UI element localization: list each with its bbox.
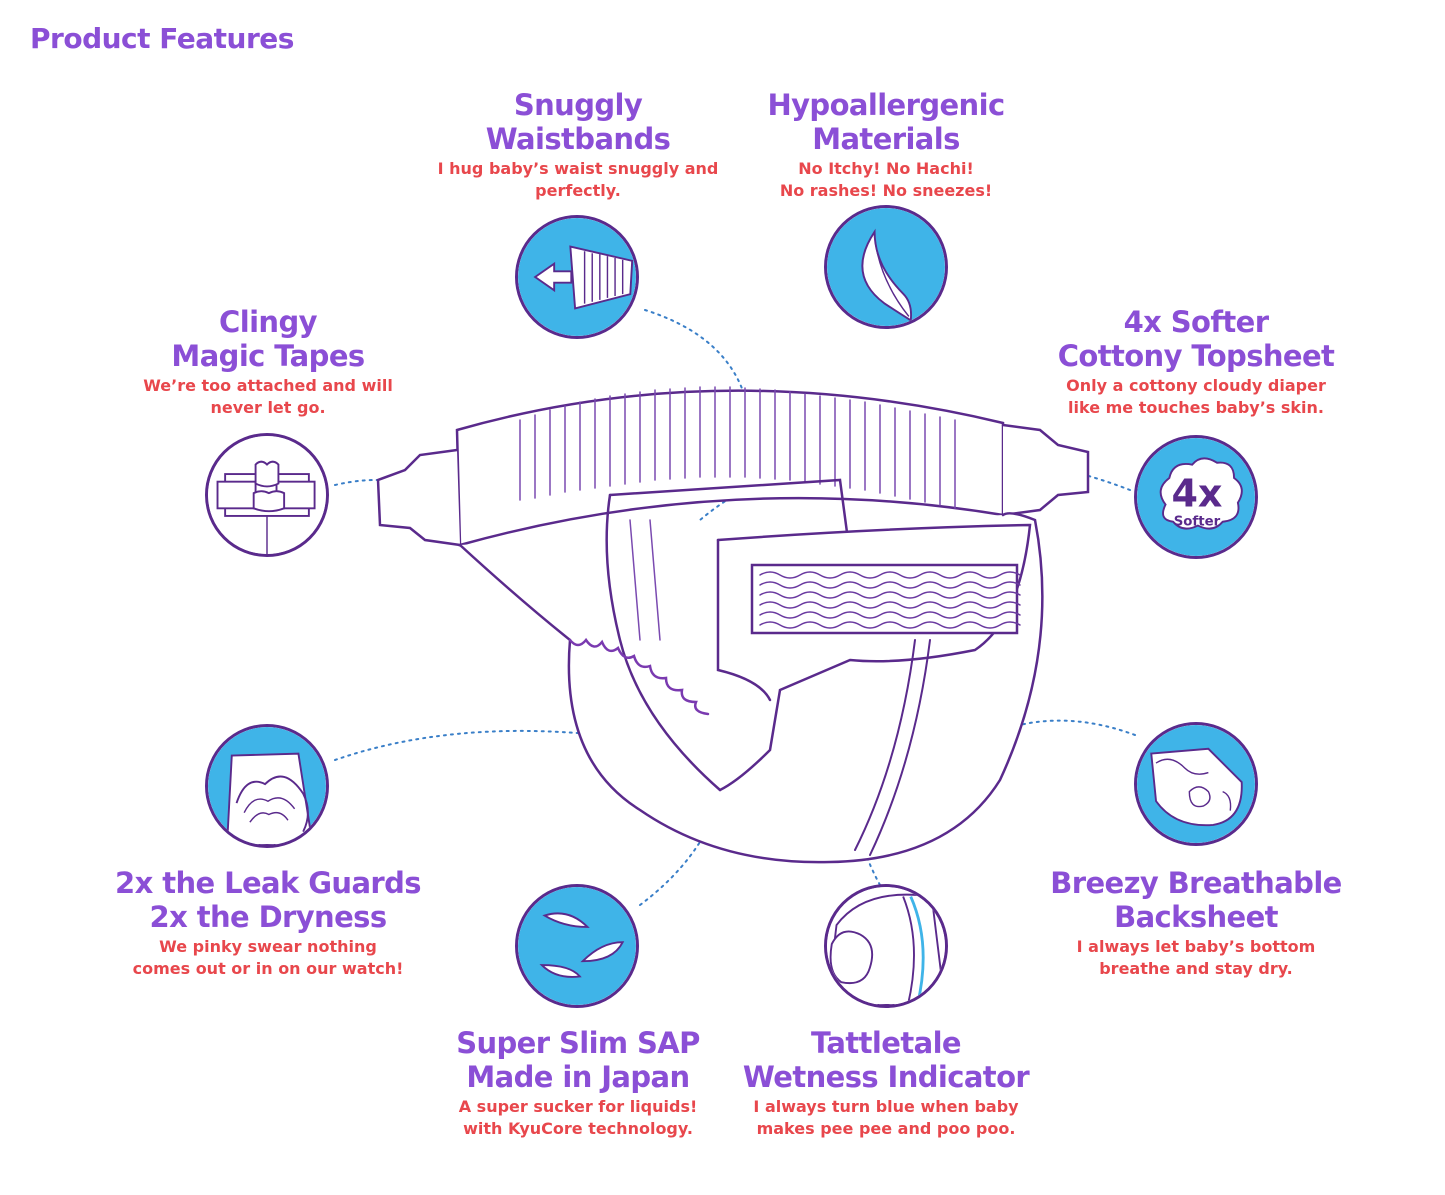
desc-line: A super sucker for liquids! — [458, 1097, 698, 1116]
badge-small-text: Softer — [1174, 515, 1221, 530]
feature-title: Hypoallergenic Materials — [767, 88, 1005, 156]
feature-description: We’re too attached and will never let go… — [143, 375, 393, 419]
title-line: Tattletale — [810, 1026, 962, 1060]
feather-icon — [824, 205, 948, 329]
title-line: Cottony Topsheet — [1057, 339, 1335, 373]
badge-big-text: 4x — [1171, 472, 1222, 516]
title-line: Super Slim SAP — [456, 1026, 700, 1060]
desc-line: I always turn blue when baby — [753, 1097, 1019, 1116]
page-title: Product Features — [30, 22, 294, 55]
desc-line: We pinky swear nothing — [159, 937, 377, 956]
feature-description: I always let baby’s bottom breathe and s… — [1050, 936, 1342, 980]
feature-topsheet: 4x Softer Cottony Topsheet Only a cotton… — [1058, 305, 1335, 419]
title-line: Materials — [812, 122, 960, 156]
feature-description: I always turn blue when baby makes pee p… — [743, 1096, 1029, 1140]
title-line: Wetness Indicator — [742, 1060, 1030, 1094]
feature-backsheet: Breezy Breathable Backsheet I always let… — [1050, 866, 1342, 980]
breathable-backsheet-icon — [1134, 722, 1258, 846]
title-line: 2x the Leak Guards — [115, 866, 422, 900]
feature-title: 4x Softer Cottony Topsheet — [1058, 305, 1335, 373]
title-line: 4x Softer — [1123, 305, 1269, 339]
feature-description: I hug baby’s waist snuggly and perfectly… — [438, 158, 719, 202]
desc-line: makes pee pee and poo poo. — [756, 1119, 1016, 1138]
feature-title: Tattletale Wetness Indicator — [742, 1026, 1030, 1094]
desc-line: perfectly. — [535, 181, 621, 200]
desc-line: comes out or in on our watch! — [132, 959, 404, 978]
feature-title: Super Slim SAP Made in Japan — [456, 1026, 700, 1094]
waistband-arrow-icon — [515, 215, 639, 339]
desc-line: I always let baby’s bottom — [1076, 937, 1316, 956]
title-line: Magic Tapes — [171, 339, 365, 373]
leak-guard-icon — [205, 724, 329, 848]
slim-sap-feathers-icon — [515, 884, 639, 1008]
feature-sap: Super Slim SAP Made in Japan A super suc… — [456, 1026, 700, 1140]
feature-wetness: Tattletale Wetness Indicator I always tu… — [742, 1026, 1030, 1140]
title-line: Waistbands — [485, 122, 671, 156]
feature-title: Snuggly Waistbands — [438, 88, 719, 156]
wetness-indicator-icon — [824, 884, 948, 1008]
feature-hypoallergenic: Hypoallergenic Materials No Itchy! No Ha… — [767, 88, 1005, 202]
feature-leakguards: 2x the Leak Guards 2x the Dryness We pin… — [115, 866, 422, 980]
cloud-4x-icon: 4x Softer — [1134, 435, 1258, 559]
feature-title: 2x the Leak Guards 2x the Dryness — [115, 866, 422, 934]
desc-line: like me touches baby’s skin. — [1068, 398, 1324, 417]
desc-line: never let go. — [210, 398, 326, 417]
desc-line: breathe and stay dry. — [1099, 959, 1293, 978]
desc-line: We’re too attached and will — [143, 376, 393, 395]
desc-line: No Itchy! No Hachi! — [798, 159, 974, 178]
feature-title: Breezy Breathable Backsheet — [1050, 866, 1342, 934]
feature-tapes: Clingy Magic Tapes We’re too attached an… — [143, 305, 393, 419]
magic-tape-icon — [205, 433, 329, 557]
title-line: Backsheet — [1114, 900, 1278, 934]
desc-line: I hug baby’s waist snuggly and — [437, 159, 719, 178]
feature-description: No Itchy! No Hachi! No rashes! No sneeze… — [767, 158, 1004, 202]
title-line: Made in Japan — [466, 1060, 690, 1094]
title-line: Snuggly — [513, 88, 643, 122]
title-line: Clingy — [219, 305, 317, 339]
feature-description: Only a cottony cloudy diaper like me tou… — [1058, 375, 1335, 419]
feature-description: A super sucker for liquids! with KyuCore… — [456, 1096, 700, 1140]
title-line: Hypoallergenic — [767, 88, 1005, 122]
title-line: 2x the Dryness — [149, 900, 388, 934]
feature-title: Clingy Magic Tapes — [143, 305, 393, 373]
title-line: Breezy Breathable — [1050, 866, 1342, 900]
feature-waistbands: Snuggly Waistbands I hug baby’s waist sn… — [438, 88, 719, 202]
desc-line: Only a cottony cloudy diaper — [1066, 376, 1326, 395]
desc-line: No rashes! No sneezes! — [779, 181, 993, 200]
feature-description: We pinky swear nothing comes out or in o… — [115, 936, 421, 980]
desc-line: with KyuCore technology. — [463, 1119, 693, 1138]
